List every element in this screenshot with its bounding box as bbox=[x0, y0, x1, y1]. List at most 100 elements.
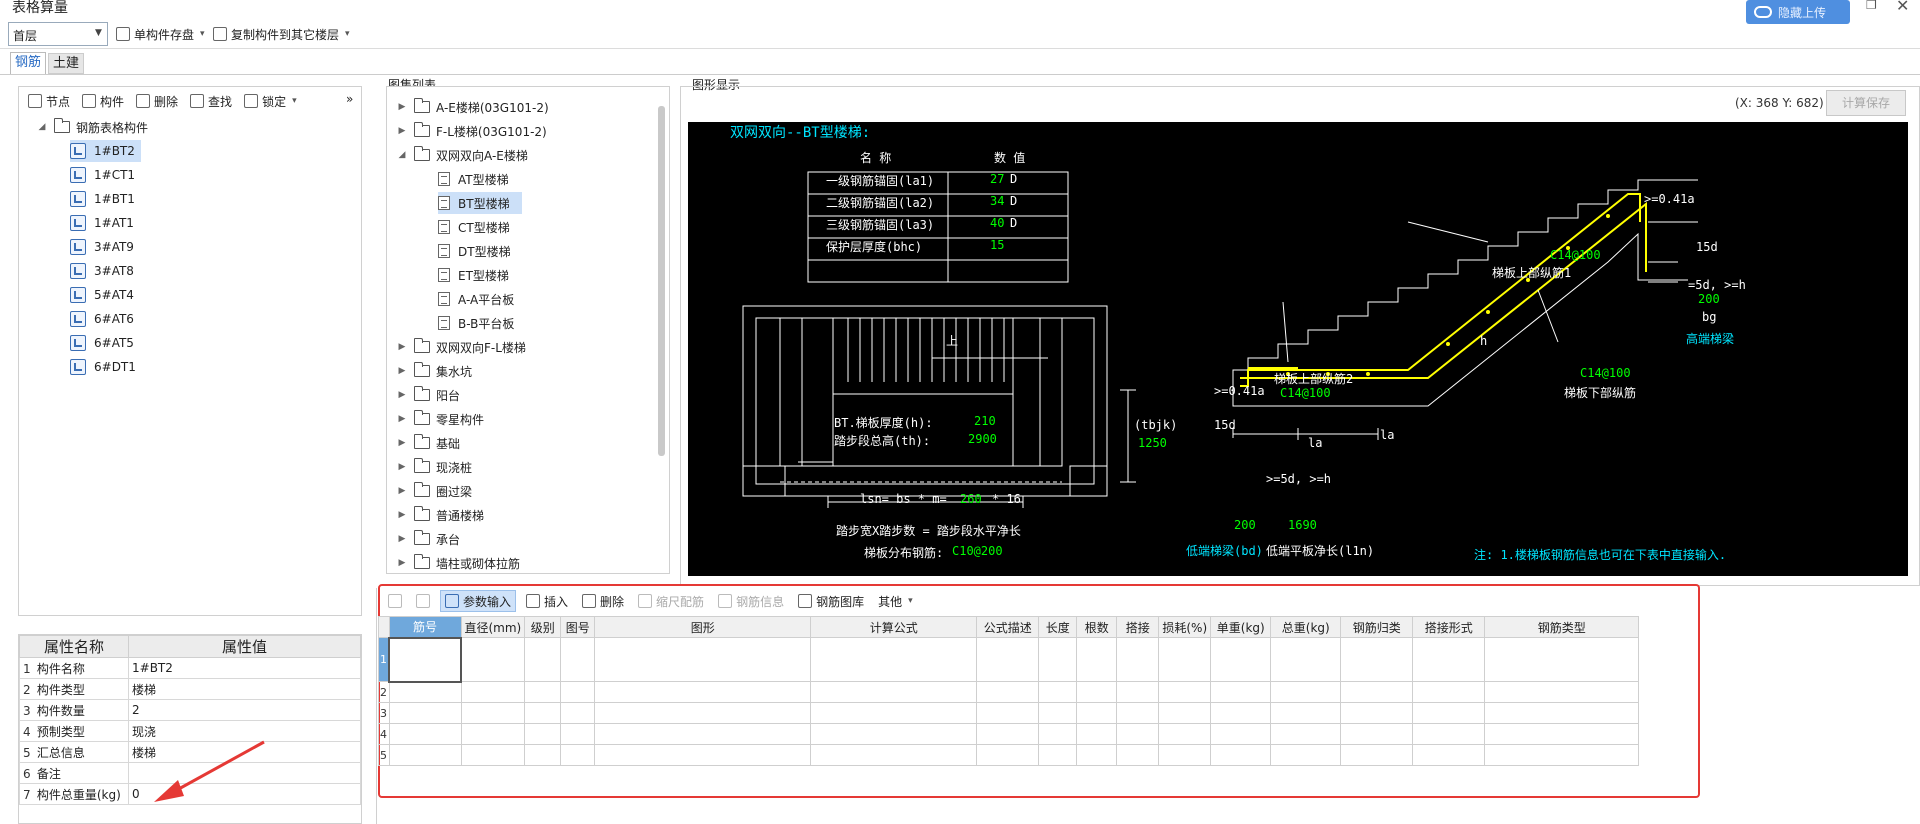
atlas-scrollbar[interactable] bbox=[658, 106, 665, 456]
table-cell[interactable] bbox=[460, 702, 526, 724]
table-cell[interactable] bbox=[810, 723, 978, 745]
table-cell[interactable] bbox=[594, 681, 812, 703]
atlas-item[interactable]: ET型楼梯 bbox=[438, 264, 509, 286]
atlas-folder[interactable]: ▶普通楼梯 bbox=[396, 504, 484, 526]
atlas-folder[interactable]: ▶现浇桩 bbox=[396, 456, 472, 478]
prop-value[interactable]: 0 bbox=[128, 783, 361, 805]
component-button[interactable]: 构件 bbox=[78, 90, 128, 112]
table-cell[interactable] bbox=[1270, 744, 1342, 766]
move-up-button[interactable] bbox=[384, 590, 406, 612]
table-cell[interactable] bbox=[1116, 681, 1160, 703]
table-cell[interactable] bbox=[1158, 702, 1212, 724]
table-cell[interactable] bbox=[1116, 637, 1160, 682]
table-cell[interactable] bbox=[1484, 637, 1640, 682]
table-cell[interactable] bbox=[560, 744, 596, 766]
table-cell[interactable] bbox=[1210, 637, 1272, 682]
column-header[interactable]: 图形 bbox=[594, 616, 812, 638]
insert-button[interactable]: 插入 bbox=[522, 590, 572, 612]
table-cell[interactable] bbox=[1340, 681, 1414, 703]
table-cell[interactable] bbox=[594, 744, 812, 766]
table-cell[interactable] bbox=[1412, 744, 1486, 766]
table-cell[interactable] bbox=[976, 681, 1040, 703]
table-cell[interactable] bbox=[460, 637, 526, 682]
tree-item[interactable]: 1#CT1 bbox=[70, 164, 141, 186]
table-cell[interactable] bbox=[1076, 702, 1118, 724]
table-cell[interactable] bbox=[388, 636, 462, 683]
atlas-item[interactable]: CT型楼梯 bbox=[438, 216, 510, 238]
atlas-folder[interactable]: ▶集水坑 bbox=[396, 360, 472, 382]
table-cell[interactable] bbox=[1210, 723, 1272, 745]
more-button[interactable]: » bbox=[346, 92, 354, 106]
tree-item[interactable]: 6#AT5 bbox=[70, 332, 140, 354]
param-input-button[interactable]: 参数输入 bbox=[440, 590, 517, 612]
table-cell[interactable] bbox=[460, 744, 526, 766]
table-row[interactable]: 1 bbox=[378, 636, 1640, 683]
table-cell[interactable] bbox=[388, 744, 462, 766]
tree-item[interactable]: 1#BT2 bbox=[70, 140, 141, 162]
node-button[interactable]: 节点 bbox=[24, 90, 74, 112]
table-cell[interactable] bbox=[524, 637, 562, 682]
prop-value[interactable]: 1#BT2 bbox=[128, 657, 361, 679]
table-cell[interactable] bbox=[560, 637, 596, 682]
table-cell[interactable] bbox=[524, 723, 562, 745]
tree-item[interactable]: 1#AT1 bbox=[70, 212, 140, 234]
table-cell[interactable] bbox=[1076, 681, 1118, 703]
prop-row[interactable]: 7 构件总重量(kg)0 bbox=[19, 783, 361, 805]
table-cell[interactable] bbox=[1158, 681, 1212, 703]
table-cell[interactable] bbox=[1484, 744, 1640, 766]
table-cell[interactable] bbox=[810, 681, 978, 703]
table-cell[interactable] bbox=[560, 681, 596, 703]
atlas-folder[interactable]: ▶承台 bbox=[396, 528, 460, 550]
tree-item[interactable]: 5#AT4 bbox=[70, 284, 140, 306]
table-cell[interactable] bbox=[1038, 681, 1078, 703]
table-cell[interactable] bbox=[388, 702, 462, 724]
table-cell[interactable] bbox=[1340, 637, 1414, 682]
table-cell[interactable] bbox=[388, 681, 462, 703]
save-component-button[interactable]: 单构件存盘▾ bbox=[112, 23, 209, 45]
table-cell[interactable] bbox=[810, 702, 978, 724]
table-cell[interactable] bbox=[460, 723, 526, 745]
table-cell[interactable] bbox=[976, 637, 1040, 682]
prop-value[interactable]: 2 bbox=[128, 699, 361, 721]
table-cell[interactable] bbox=[1484, 681, 1640, 703]
table-cell[interactable] bbox=[1412, 702, 1486, 724]
prop-row[interactable]: 6 备注 bbox=[19, 762, 361, 784]
table-cell[interactable] bbox=[1076, 637, 1118, 682]
table-cell[interactable] bbox=[524, 702, 562, 724]
delete-button[interactable]: 删除 bbox=[132, 90, 182, 112]
rebar-lib-button[interactable]: 钢筋图库 bbox=[794, 590, 868, 612]
table-row[interactable]: 4 bbox=[378, 723, 1640, 745]
column-header[interactable]: 公式描述 bbox=[976, 616, 1040, 638]
column-header[interactable]: 总重(kg) bbox=[1270, 616, 1342, 638]
column-header[interactable]: 搭接 bbox=[1116, 616, 1160, 638]
share-button[interactable]: 隐藏上传 bbox=[1746, 0, 1850, 24]
table-cell[interactable] bbox=[1158, 744, 1212, 766]
column-header[interactable]: 长度 bbox=[1038, 616, 1078, 638]
copy-to-floor-button[interactable]: 复制构件到其它楼层▾ bbox=[209, 23, 354, 45]
column-header[interactable]: 直径(mm) bbox=[460, 616, 526, 638]
atlas-item[interactable]: DT型楼梯 bbox=[438, 240, 511, 262]
table-cell[interactable] bbox=[1412, 723, 1486, 745]
find-button[interactable]: 查找 bbox=[186, 90, 236, 112]
column-header[interactable]: 钢筋类型 bbox=[1484, 616, 1640, 638]
atlas-item[interactable]: A-A平台板 bbox=[438, 288, 514, 310]
table-cell[interactable] bbox=[1158, 637, 1212, 682]
table-cell[interactable] bbox=[594, 702, 812, 724]
table-cell[interactable] bbox=[1270, 702, 1342, 724]
lock-button[interactable]: 锁定▾ bbox=[240, 90, 301, 112]
atlas-item[interactable]: BT型楼梯 bbox=[438, 192, 522, 214]
table-cell[interactable] bbox=[1484, 702, 1640, 724]
table-cell[interactable] bbox=[1412, 637, 1486, 682]
column-header[interactable]: 筋号 bbox=[388, 616, 462, 638]
table-cell[interactable] bbox=[524, 681, 562, 703]
column-header[interactable]: 计算公式 bbox=[810, 616, 978, 638]
table-cell[interactable] bbox=[560, 723, 596, 745]
table-cell[interactable] bbox=[1038, 637, 1078, 682]
prop-value[interactable]: 楼梯 bbox=[128, 678, 361, 700]
floor-select[interactable]: 首层 ▼ bbox=[8, 22, 108, 46]
table-cell[interactable] bbox=[1412, 681, 1486, 703]
table-cell[interactable] bbox=[1210, 702, 1272, 724]
table-cell[interactable] bbox=[1116, 702, 1160, 724]
tree-item[interactable]: 6#AT6 bbox=[70, 308, 140, 330]
